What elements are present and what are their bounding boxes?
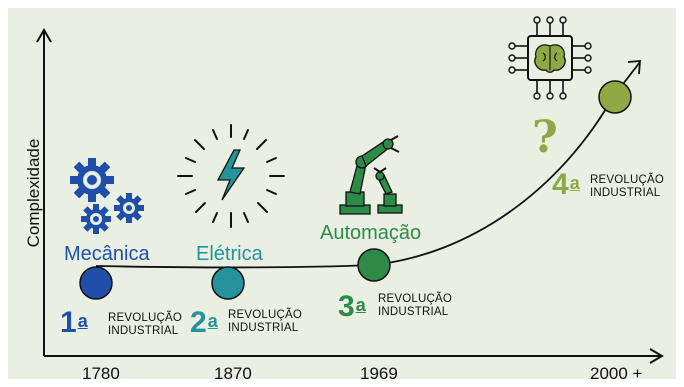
- year-label-1: 1780: [82, 364, 120, 383]
- marker-2: [211, 266, 245, 300]
- year-label-3: 1969: [360, 364, 398, 383]
- axes: [36, 28, 664, 364]
- year-label-4: 2000 +: [590, 364, 643, 383]
- marker-1: [79, 266, 113, 300]
- y-axis-arrow: [36, 28, 52, 43]
- revolution-1-ordinal: 1a: [60, 306, 88, 339]
- curve-arrowhead: [627, 60, 641, 75]
- year-label-2: 1870: [214, 364, 252, 383]
- name-automacao: Automação: [320, 222, 422, 244]
- revolution-3-ordinal: 3a: [338, 290, 366, 323]
- x-axis-arrow: [649, 348, 664, 364]
- y-axis-label: Complexidade: [24, 138, 43, 248]
- revolution-2-ordinal: 2a: [190, 306, 218, 339]
- name-eletrica: Elétrica: [196, 243, 263, 265]
- unknown-question-mark: ?: [532, 112, 558, 163]
- gears-icon: [70, 158, 144, 234]
- marker-4: [598, 80, 632, 114]
- name-mecanica: Mecânica: [64, 243, 150, 265]
- lightning-icon: [177, 124, 285, 228]
- robot-arm-icon: [339, 135, 403, 215]
- revolution-4-ordinal: 4a: [552, 168, 580, 201]
- marker-3: [357, 248, 391, 282]
- ai-chip-brain-icon: [508, 16, 592, 100]
